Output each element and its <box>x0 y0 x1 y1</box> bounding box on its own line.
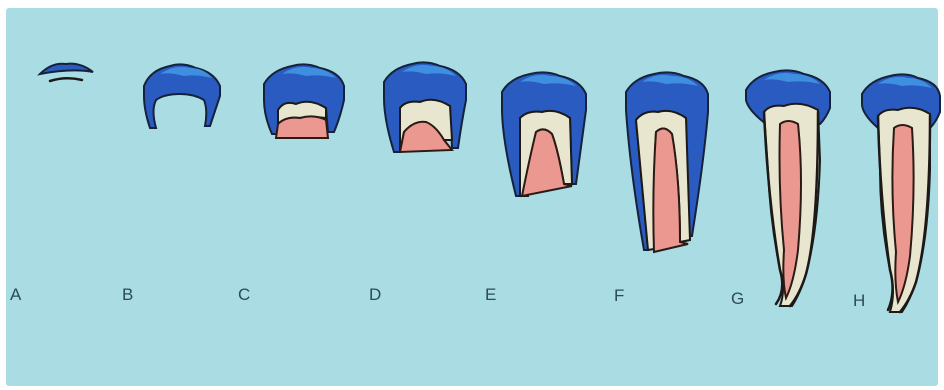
stage-h-tooth <box>862 74 940 312</box>
stage-label-g: G <box>731 290 744 307</box>
stage-label-a: A <box>10 286 21 303</box>
stage-label-d: D <box>369 286 381 303</box>
stage-label-f: F <box>614 287 624 304</box>
stage-f-tooth <box>626 72 708 252</box>
stage-b-tooth <box>144 64 220 128</box>
stage-a-tooth <box>40 64 93 81</box>
stage-label-b: B <box>122 286 133 303</box>
stage-label-h: H <box>853 292 865 309</box>
stage-g-tooth <box>746 70 830 306</box>
stage-label-e: E <box>485 286 496 303</box>
stage-label-c: C <box>238 286 250 303</box>
stage-c-tooth <box>264 64 344 138</box>
stage-d-tooth <box>384 62 466 152</box>
stage-e-tooth <box>502 72 586 196</box>
